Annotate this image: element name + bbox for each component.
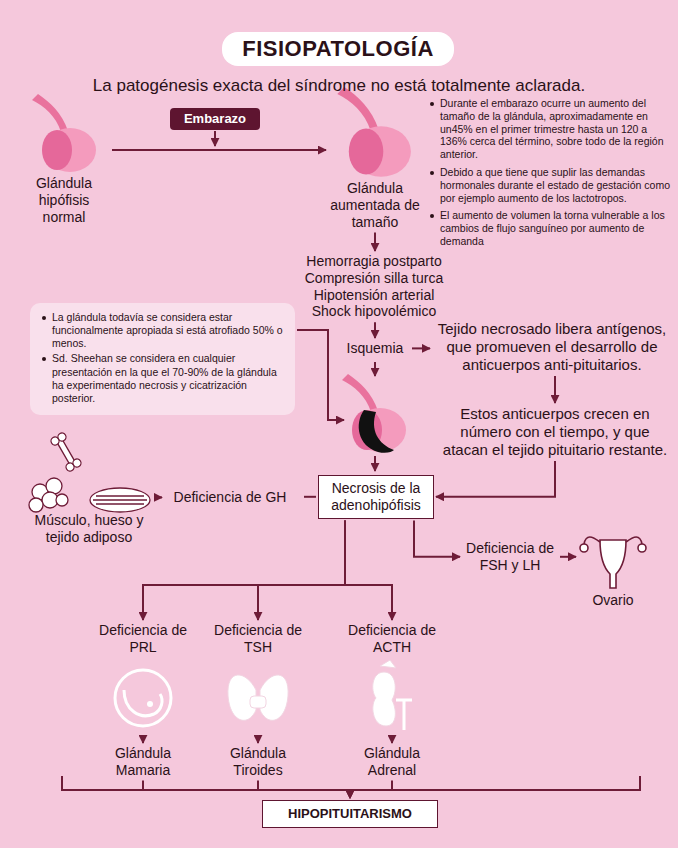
node-text: Deficiencia de FSH y LH: [462, 540, 558, 574]
node-text: Glándula aumentada de tamaño: [328, 180, 422, 230]
node-text: Glándula Tiroides: [208, 745, 308, 779]
label: Durante el embarazo ocurre un aumento de…: [428, 97, 672, 163]
connector: [391, 736, 393, 743]
necrosis-arrow: [374, 456, 376, 471]
node-text: La glándula todavía se considera estar f…: [40, 311, 285, 350]
connector: [143, 521, 345, 620]
thyroid-icon: [228, 675, 288, 720]
connector: [374, 232, 376, 251]
process-text: Tejido necrosado libera antígenos, que p…: [432, 320, 672, 374]
connector: [143, 781, 350, 798]
ischemia-arrow: [374, 362, 376, 376]
cause-list: Hemorragia postpartoCompresión silla tur…: [284, 253, 464, 320]
enlarged-gland: [337, 87, 411, 177]
gland-caption: Glándula aumentada de tamaño: [328, 95, 422, 230]
deficiency-label: Deficiencia de GH: [160, 489, 300, 506]
connector: [345, 521, 392, 620]
target-caption: Glándula Adrenal: [342, 745, 442, 779]
target-caption: Glándula Mamaria: [93, 745, 193, 779]
connector: [374, 322, 376, 338]
connector: [304, 496, 316, 498]
adrenal-icon: [373, 660, 412, 730]
result-box: HIPOPITUITARISMO: [262, 800, 438, 828]
connector: [414, 521, 460, 557]
target-caption: Glándula Tiroides: [208, 745, 308, 779]
connector: [412, 347, 430, 349]
node-text: Deficiencia de TSH: [208, 622, 308, 656]
node-text: Hemorragia postparto: [284, 253, 464, 270]
connector: [560, 556, 576, 558]
node-text: Deficiencia de ACTH: [342, 622, 442, 656]
node-text: HIPOPITUITARISMO: [269, 806, 431, 822]
deficiency-label: Deficiencia de ACTH: [342, 622, 442, 734]
target-caption: Músculo, hueso y tejido adiposo: [18, 442, 160, 546]
node-text: Deficiencia de GH: [160, 489, 300, 506]
uterus-icon: [580, 537, 646, 588]
connector: [258, 781, 350, 798]
node-text: Glándula Adrenal: [342, 745, 442, 779]
node-text: Embarazo: [176, 111, 254, 127]
connector: [112, 149, 326, 151]
process-text: Estos anticuerpos crecen en número con e…: [440, 405, 670, 459]
node-text: Isquemia: [340, 340, 410, 357]
deficiency-label: Deficiencia de TSH: [208, 622, 308, 734]
node-text: Estos anticuerpos crecen en número con e…: [440, 405, 670, 459]
label: La patogénesis exacta del síndrome no es…: [20, 76, 658, 97]
label: El aumento de volumen la torna vulnerabl…: [428, 209, 672, 249]
connector: [554, 376, 556, 403]
node-text: Músculo, hueso y tejido adiposo: [18, 512, 160, 546]
connector: [350, 781, 392, 798]
necrotic-gland: [342, 374, 406, 453]
bracket: [62, 776, 640, 790]
connector: [142, 736, 144, 743]
note-text: Debido a que tiene que suplir las demand…: [428, 166, 672, 204]
process-box: Necrosis de la adenohipófisis: [318, 475, 434, 519]
node-text: Sd. Sheehan se considera en cualquier pr…: [40, 352, 285, 405]
node-text: Glándula Mamaria: [93, 745, 193, 779]
connector: [436, 461, 555, 497]
deficiency-label: Deficiencia de FSH y LH: [462, 540, 558, 574]
connector: [257, 736, 259, 743]
gland-caption: Glándula hipófisis normal: [18, 95, 110, 225]
note-box: La glándula todavía se considera estar f…: [30, 303, 295, 415]
note-text: Durante el embarazo ocurre un aumento de…: [428, 97, 672, 161]
pregnancy-arrow: [214, 131, 216, 146]
process-text: Isquemia: [340, 340, 410, 357]
node-text: Glándula hipófisis normal: [18, 175, 110, 225]
tissue-icons: [29, 432, 150, 512]
node-text: Deficiencia de PRL: [93, 622, 193, 656]
note-arrow: [297, 330, 344, 420]
node-text: Ovario: [578, 592, 648, 609]
breast-icon: [115, 670, 171, 726]
connector: [258, 521, 345, 620]
normal-gland: [32, 94, 96, 172]
subtitle: La patogénesis exacta del síndrome no es…: [20, 76, 658, 97]
label: Debido a que tiene que suplir las demand…: [428, 166, 672, 206]
node-text: Necrosis de la adenohipófisis: [325, 480, 427, 514]
deficiency-label: Deficiencia de PRL: [93, 622, 193, 734]
node-text: Hipotensión arterial: [284, 287, 464, 304]
node-text: Tejido necrosado libera antígenos, que p…: [432, 320, 672, 374]
target-caption: Ovario: [578, 522, 648, 609]
note-text: El aumento de volumen la torna vulnerabl…: [428, 209, 672, 247]
connector: [156, 496, 162, 498]
node-text: Compresión silla turca: [284, 270, 464, 287]
title-pill: FISIOPATOLOGÍA: [222, 32, 454, 66]
node-text: Shock hipovolémico: [284, 303, 464, 320]
trigger-box: Embarazo: [170, 108, 260, 130]
